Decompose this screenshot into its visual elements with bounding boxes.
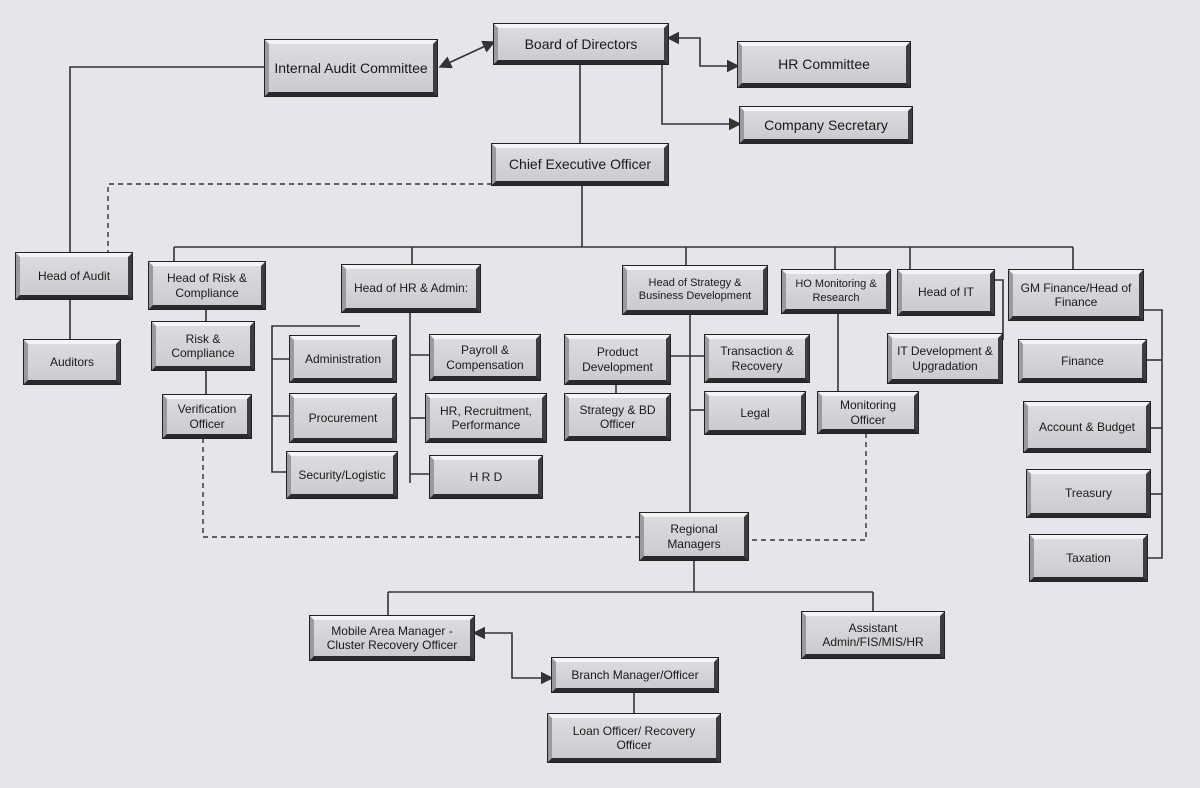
auditors[interactable]: Auditors <box>23 339 121 385</box>
board-of-directors[interactable]: Board of Directors <box>493 23 669 65</box>
administration[interactable]: Administration <box>289 335 397 383</box>
finance[interactable]: Finance <box>1018 339 1147 383</box>
internal-audit-committee[interactable]: Internal Audit Committee <box>264 39 438 97</box>
company-secretary[interactable]: Company Secretary <box>739 106 913 144</box>
taxation[interactable]: Taxation <box>1029 534 1148 582</box>
dashed-ceo-audit <box>107 183 492 253</box>
product-development[interactable]: Product Development <box>564 334 671 385</box>
treasury[interactable]: Treasury <box>1026 469 1151 518</box>
legal[interactable]: Legal <box>704 391 806 435</box>
hrd[interactable]: H R D <box>429 455 543 499</box>
line-auditcommittee-headaudit <box>69 66 265 253</box>
dashed-verification-regional <box>202 438 640 538</box>
regional-managers[interactable]: Regional Managers <box>639 512 749 561</box>
account-budget[interactable]: Account & Budget <box>1023 401 1151 453</box>
strategy-bd-officer[interactable]: Strategy & BD Officer <box>564 393 671 441</box>
transaction-recovery[interactable]: Transaction & Recovery <box>704 334 810 383</box>
head-of-strategy-business-development[interactable]: Head of Strategy & Business Development <box>622 265 768 315</box>
ho-monitoring-research[interactable]: HO Monitoring & Research <box>781 269 891 314</box>
hr-recruitment-performance[interactable]: HR, Recruitment, Performance <box>425 393 547 443</box>
mobile-area-manager[interactable]: Mobile Area Manager - Cluster Recovery O… <box>309 615 475 661</box>
verification-officer[interactable]: Verification Officer <box>162 394 252 439</box>
gm-finance-head-of-finance[interactable]: GM Finance/Head of Finance <box>1008 269 1144 321</box>
head-of-it[interactable]: Head of IT <box>897 269 995 316</box>
line-board-secretary <box>661 64 742 131</box>
payroll-compensation[interactable]: Payroll & Compensation <box>429 334 541 381</box>
monitoring-officer[interactable]: Monitoring Officer <box>817 391 919 434</box>
it-development-upgradation[interactable]: IT Development & Upgradation <box>887 333 1003 384</box>
procurement[interactable]: Procurement <box>289 393 397 443</box>
head-of-audit[interactable]: Head of Audit <box>15 252 133 300</box>
hr-committee[interactable]: HR Committee <box>737 41 911 88</box>
chief-executive-officer[interactable]: Chief Executive Officer <box>491 143 669 186</box>
security-logistic[interactable]: Security/Logistic <box>286 451 398 499</box>
branch-manager-officer[interactable]: Branch Manager/Officer <box>551 657 719 693</box>
loan-officer-recovery-officer[interactable]: Loan Officer/ Recovery Officer <box>547 713 721 763</box>
risk-and-compliance[interactable]: Risk & Compliance <box>151 321 255 371</box>
head-of-risk-compliance[interactable]: Head of Risk & Compliance <box>148 261 266 310</box>
line-board-audit-committee <box>438 40 496 69</box>
assistant-admin-fis-mis-hr[interactable]: Assistant Admin/FIS/MIS/HR <box>801 611 945 659</box>
line-board-hr-committee <box>666 31 740 73</box>
head-of-hr-admin[interactable]: Head of HR & Admin: <box>341 264 481 313</box>
